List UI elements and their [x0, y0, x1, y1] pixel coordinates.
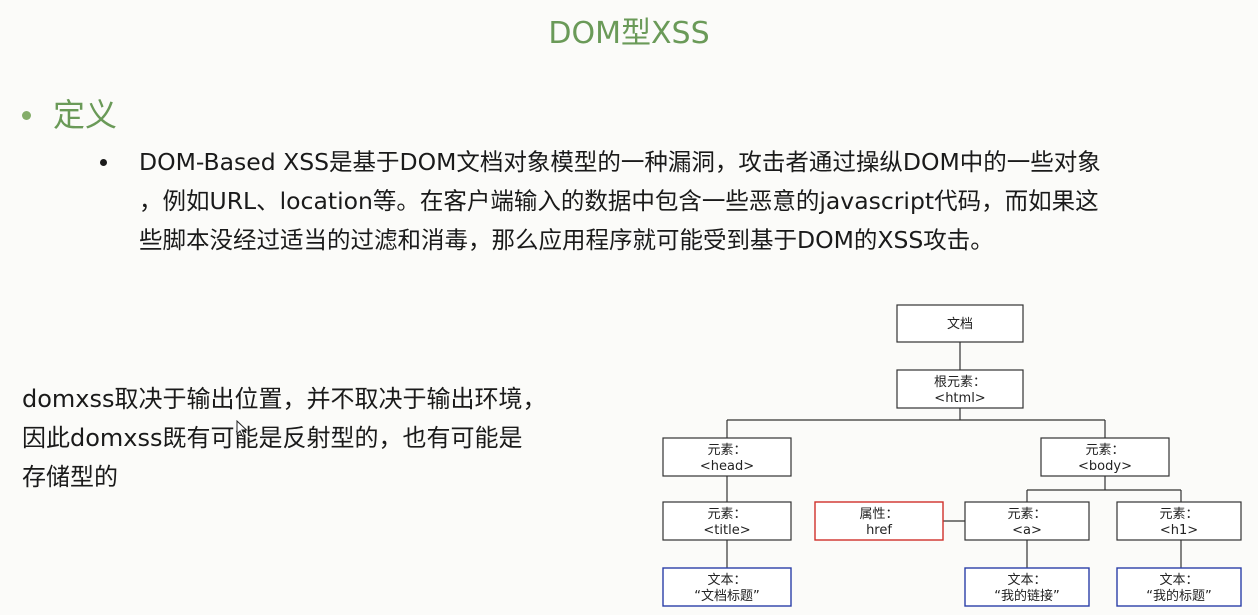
tree-node-document: 文档 — [896, 304, 1024, 343]
sub-bullet-dot-icon — [100, 159, 107, 166]
tree-node-html: 根元素： <html> — [896, 369, 1024, 409]
definition-line-1: DOM-Based XSS是基于DOM文档对象模型的一种漏洞，攻击者通过操纵DO… — [139, 148, 1101, 176]
node-text-title-line2: “文档标题” — [694, 589, 759, 604]
node-body-line2: <body> — [1078, 459, 1132, 474]
note-line-3: 存储型的 — [22, 463, 118, 491]
node-a-line2: <a> — [1012, 523, 1042, 538]
mouse-pointer-icon — [236, 420, 248, 438]
node-text-link-line2: “我的链接” — [994, 588, 1059, 604]
tree-node-a: 元素： <a> — [964, 501, 1090, 541]
note-line-1: domxss取决于输出位置，并不取决于输出环境， — [22, 385, 547, 413]
definition-text: DOM-Based XSS是基于DOM文档对象模型的一种漏洞，攻击者通过操纵DO… — [139, 143, 1101, 260]
tree-node-head: 元素： <head> — [662, 437, 792, 477]
definition-bullet: 定义 — [22, 90, 117, 136]
tree-node-attr-href: 属性： href — [814, 501, 944, 541]
node-title-line2: <title> — [703, 523, 750, 538]
tree-node-text-link: 文本： “我的链接” — [964, 567, 1090, 607]
tree-connectors — [726, 342, 1182, 568]
node-href-line1: 属性： — [859, 507, 898, 522]
node-h1-line2: <h1> — [1160, 523, 1198, 538]
node-text-title-line1: 文本： — [707, 573, 746, 588]
node-head-line2: <head> — [700, 459, 754, 474]
definition-paragraph: DOM-Based XSS是基于DOM文档对象模型的一种漏洞，攻击者通过操纵DO… — [100, 143, 1250, 260]
node-text-heading-line1: 文本： — [1159, 573, 1198, 588]
node-document-label: 文档 — [947, 317, 973, 332]
definition-line-3: 些脚本没经过适当的过滤和消毒，那么应用程序就可能受到基于DOM的XSS攻击。 — [139, 226, 994, 254]
note-line-2: 因此domxss既有可能是反射型的，也有可能是 — [22, 424, 523, 452]
node-h1-line1: 元素： — [1159, 507, 1198, 522]
definition-heading: 定义 — [53, 96, 118, 134]
tree-node-h1: 元素： <h1> — [1116, 501, 1242, 541]
tree-node-text-heading: 文本： “我的标题” — [1116, 567, 1242, 607]
node-href-line2: href — [866, 523, 892, 538]
slide-title: DOM型XSS — [548, 16, 710, 51]
node-text-heading-line2: “我的标题” — [1146, 588, 1211, 604]
node-html-line2: <html> — [934, 391, 985, 406]
tree-node-text-title: 文本： “文档标题” — [662, 567, 792, 607]
node-text-link-line1: 文本： — [1007, 573, 1046, 588]
bullet-dot-icon — [22, 110, 31, 120]
node-body-line1: 元素： — [1085, 443, 1124, 458]
definition-line-2: ，例如URL、location等。在客户端输入的数据中包含一些恶意的javasc… — [139, 187, 1099, 215]
dom-tree-diagram: 文档 根元素： <html> 元素： <head> 元素： <body> 元素：… — [662, 304, 1242, 607]
node-title-line1: 元素： — [707, 507, 746, 522]
node-head-line1: 元素： — [707, 443, 746, 458]
tree-node-title: 元素： <title> — [662, 501, 792, 541]
domxss-note: domxss取决于输出位置，并不取决于输出环境， 因此domxss既有可能是反射… — [22, 380, 622, 497]
tree-node-body: 元素： <body> — [1040, 437, 1170, 477]
node-html-line1: 根元素： — [934, 375, 986, 390]
node-a-line1: 元素： — [1007, 507, 1046, 522]
